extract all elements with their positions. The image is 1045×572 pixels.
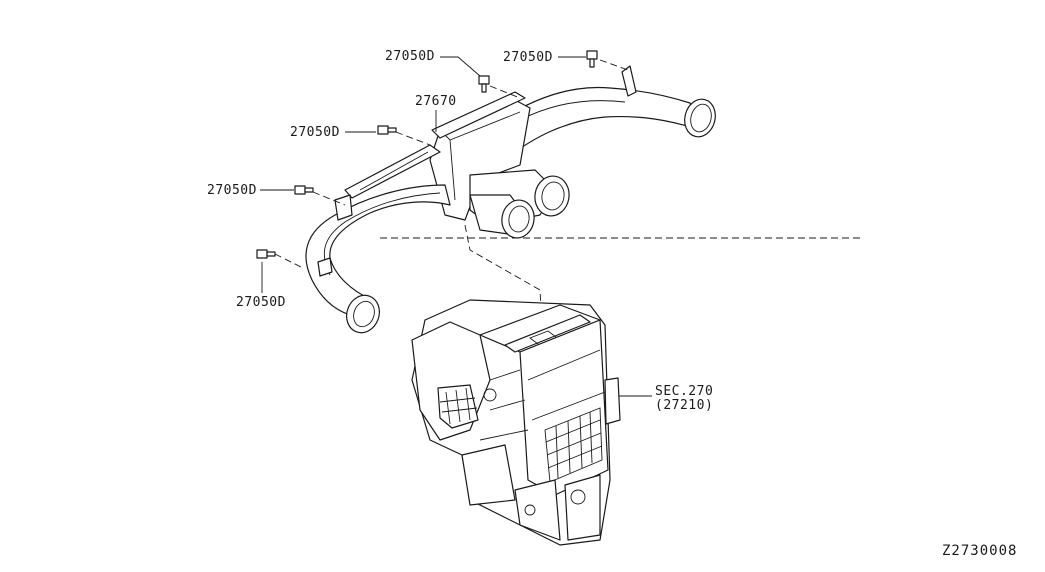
- label-bolt-bottom: 27050D: [236, 295, 286, 310]
- label-section-sub: (27210): [655, 398, 714, 413]
- bolt-icon: [478, 75, 490, 93]
- bolt-icon: [586, 50, 598, 68]
- heater-unit: [411, 299, 621, 546]
- label-bolt-mid-upper: 27050D: [290, 125, 340, 140]
- label-bolt-mid-lower: 27050D: [207, 183, 257, 198]
- drawing-code: Z2730008: [942, 543, 1018, 559]
- label-bolt-top-left: 27050D: [385, 49, 435, 64]
- bolt-icon: [256, 249, 276, 259]
- bolt-icons: [256, 50, 598, 259]
- duct-assembly: [305, 65, 716, 334]
- bolt-icon: [294, 185, 314, 195]
- bolt-icon: [377, 125, 397, 135]
- label-duct-part: 27670: [415, 94, 457, 109]
- label-section-ref: SEC.270: [655, 384, 714, 399]
- label-bolt-top-right: 27050D: [503, 50, 553, 65]
- alignment-lines: [274, 59, 860, 326]
